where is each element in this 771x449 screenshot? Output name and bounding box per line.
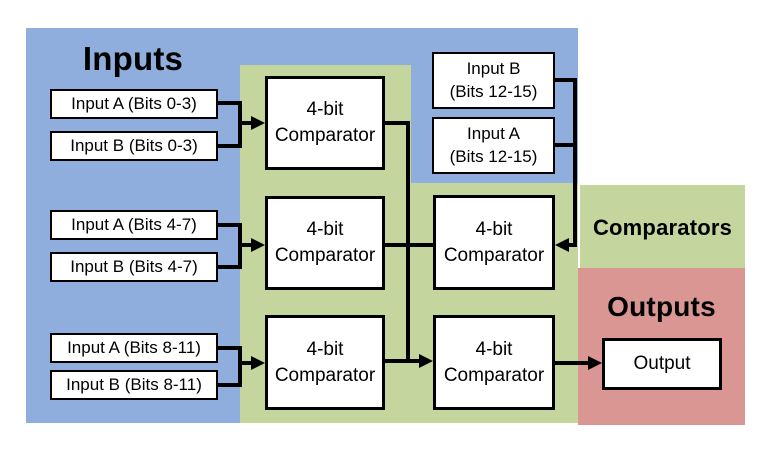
comparator-box-12-15: 4-bit Comparator [433, 195, 555, 290]
arrowhead-into-comparator-12-15 [555, 238, 569, 252]
wire-b47-stub [216, 265, 242, 269]
input-box-b-4-7: Input B (Bits 4-7) [50, 252, 218, 282]
comparator-label-line1: 4-bit [306, 338, 344, 360]
comparator-label-line2: Comparator [274, 364, 376, 386]
input-box-b-12-15-line1: Input B [466, 59, 521, 79]
comparator-label-line2: Comparator [443, 244, 545, 266]
wire-final-out [555, 361, 592, 365]
wire-1215-feed [567, 243, 577, 247]
arrowhead-into-comparator-4-7 [251, 238, 265, 252]
comparator-box-4-7: 4-bit Comparator [265, 196, 385, 290]
wire-a03-stub [216, 101, 242, 105]
input-box-a-0-3: Input A (Bits 0-3) [50, 89, 218, 119]
wire-811-merge [238, 346, 242, 387]
outputs-title: Outputs [607, 291, 716, 322]
arrowhead-into-output [588, 356, 602, 370]
input-box-a-12-15-line1: Input A [467, 124, 520, 144]
comparator-label-line2: Comparator [274, 245, 376, 266]
arrowhead-into-final-comparator [419, 354, 433, 368]
comparator-label-line2: Comparator [443, 364, 545, 386]
comparator-box-final: 4-bit Comparator [433, 315, 555, 410]
wire-a47-stub [216, 223, 242, 227]
wire-b03-stub [216, 144, 242, 148]
comparator-box-8-11: 4-bit Comparator [265, 315, 385, 410]
wire-b1215-stub [555, 78, 577, 82]
input-box-b-12-15-line2: (Bits 12-15) [449, 81, 538, 101]
arrowhead-into-comparator-0-3 [251, 116, 265, 130]
wire-03-feed [238, 121, 254, 125]
comparator-label-line1: 4-bit [306, 99, 344, 121]
arrowhead-into-comparator-8-11 [251, 356, 265, 370]
region-comparators-right [580, 185, 745, 268]
output-box: Output [602, 338, 722, 390]
input-box-a-8-11: Input A (Bits 8-11) [50, 333, 218, 363]
input-box-a-4-7: Input A (Bits 4-7) [50, 210, 218, 240]
comparator-label-line1: 4-bit [306, 219, 344, 241]
wire-comp2-to-comp4 [385, 243, 433, 247]
input-box-a-12-15-line2: (Bits 12-15) [449, 146, 538, 166]
input-box-b-8-11: Input B (Bits 8-11) [50, 370, 218, 400]
input-box-b-0-3: Input B (Bits 0-3) [50, 131, 218, 161]
inputs-title: Inputs [82, 40, 184, 77]
comparator-label-line1: 4-bit [475, 338, 513, 360]
comparator-label-line1: 4-bit [475, 218, 513, 240]
wire-b811-stub [216, 383, 242, 387]
wire-comp3-out [385, 359, 419, 363]
wire-1215-down [573, 78, 577, 247]
comparators-title: Comparators [592, 215, 733, 240]
wire-47-feed [238, 243, 254, 247]
input-box-a-12-15: Input A (Bits 12-15) [432, 117, 555, 174]
wire-comp1-out [385, 121, 410, 125]
wire-a1215-stub [555, 143, 577, 147]
comparator-box-0-3: 4-bit Comparator [265, 76, 385, 170]
wire-main-bus [406, 121, 410, 363]
wire-811-feed [238, 361, 254, 365]
wire-a811-stub [216, 346, 242, 350]
comparator-label-line2: Comparator [274, 125, 376, 146]
input-box-b-12-15: Input B (Bits 12-15) [432, 52, 555, 109]
